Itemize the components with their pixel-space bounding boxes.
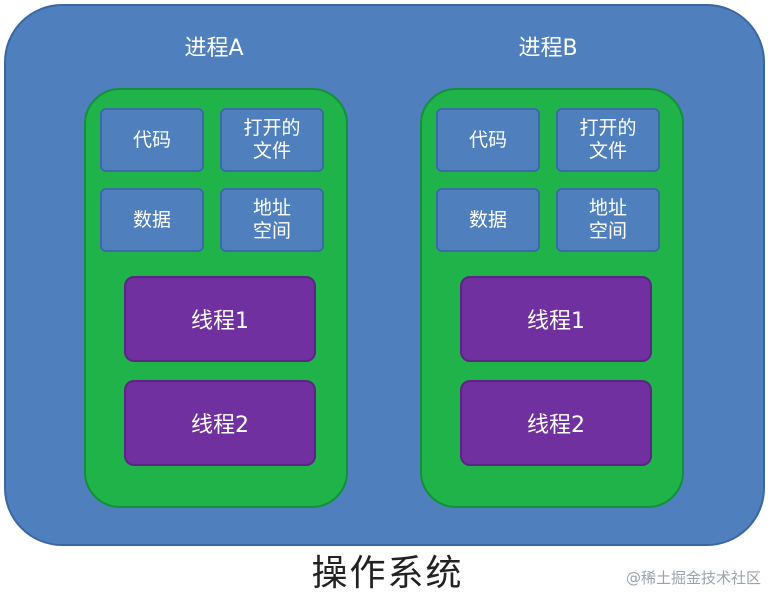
process-b-box: 代码 打开的 文件 数据 地址 空间 线程1 线程2 [420, 88, 684, 508]
process-b-thread-2: 线程2 [460, 380, 652, 466]
process-b-data: 数据 [436, 188, 540, 252]
process-a-title: 进程A [184, 36, 244, 61]
process-b-open-files: 打开的 文件 [556, 108, 660, 172]
process-a-open-files: 打开的 文件 [220, 108, 324, 172]
process-a-box: 代码 打开的 文件 数据 地址 空间 线程1 线程2 [84, 88, 348, 508]
process-a-code: 代码 [100, 108, 204, 172]
process-b-address-space: 地址 空间 [556, 188, 660, 252]
watermark: @稀土掘金技术社区 [625, 569, 761, 587]
process-b-thread-1: 线程1 [460, 276, 652, 362]
process-a-thread-2: 线程2 [124, 380, 316, 466]
process-a-address-space: 地址 空间 [220, 188, 324, 252]
process-b-title: 进程B [518, 36, 578, 61]
operating-system-box: 进程A 代码 打开的 文件 数据 地址 空间 线程1 线程2 进程B 代码 打开… [4, 4, 765, 546]
process-b-code: 代码 [436, 108, 540, 172]
process-a-thread-1: 线程1 [124, 276, 316, 362]
process-a-data: 数据 [100, 188, 204, 252]
operating-system-label: 操作系统 [311, 553, 464, 594]
